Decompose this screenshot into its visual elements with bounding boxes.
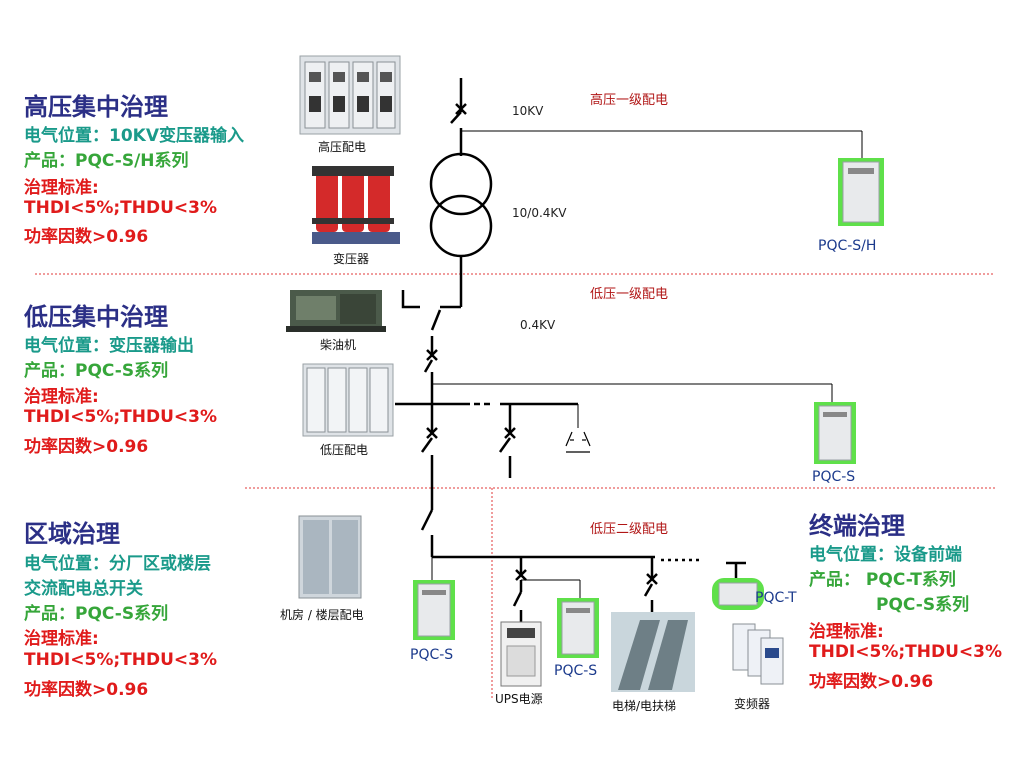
vfd-image bbox=[732, 623, 784, 685]
lv-secondary-label: 低压二级配电 bbox=[590, 522, 669, 537]
hv-section-standard-label: 治理标准: bbox=[24, 178, 99, 198]
hv-feeder bbox=[450, 78, 467, 156]
pqc-t-device-image bbox=[712, 578, 764, 610]
voltage-10kv-label: 10KV bbox=[512, 104, 544, 118]
diesel-feed bbox=[401, 290, 420, 309]
capacitor-bank-symbol bbox=[565, 431, 591, 453]
vfd-label: 变频器 bbox=[734, 697, 771, 711]
pqc-s-terminal-cabinet-image bbox=[557, 598, 599, 658]
zone-section-title: 区域治理 bbox=[24, 520, 120, 548]
hv-primary-label: 高压一级配电 bbox=[590, 93, 669, 108]
pqc-t-label: PQC-T bbox=[755, 590, 797, 606]
hv-section-product: 产品：PQC-S/H系列 bbox=[24, 151, 189, 171]
lv-switchgear-image bbox=[302, 363, 394, 437]
pqc-s-zone-cabinet-image bbox=[413, 580, 455, 640]
pqc-s-zone-label: PQC-S bbox=[410, 647, 454, 663]
terminal-section-title: 终端治理 bbox=[809, 512, 905, 540]
diesel-generator-image bbox=[286, 290, 386, 332]
voltage-04kv-label: 0.4KV bbox=[520, 318, 556, 332]
hv-section-title: 高压集中治理 bbox=[24, 93, 168, 121]
terminal-section-position: 电气位置：设备前端 bbox=[809, 545, 962, 565]
floor-cabinet-image bbox=[298, 515, 362, 599]
lv-branch-switch bbox=[498, 404, 516, 478]
floor-cabinet-label: 机房 / 楼层配电 bbox=[280, 608, 364, 622]
lv-section-title: 低压集中治理 bbox=[24, 303, 168, 331]
terminal-section-standard-label: 治理标准: bbox=[809, 622, 884, 642]
hv-section-thd: THDI<5%;THDU<3% bbox=[24, 198, 218, 218]
terminal-section-product-2: PQC-S系列 bbox=[876, 595, 970, 615]
ups-label: UPS电源 bbox=[495, 692, 543, 706]
pqc-s-terminal-label: PQC-S bbox=[554, 663, 598, 679]
lv-switchgear-label: 低压配电 bbox=[320, 443, 369, 457]
terminal-section-thd: THDI<5%;THDU<3% bbox=[809, 642, 1003, 662]
lv-section-standard-label: 治理标准: bbox=[24, 387, 99, 407]
ups-feeder bbox=[512, 557, 527, 622]
elevator-label: 电梯/电扶梯 bbox=[612, 699, 677, 713]
terminal-section-product: 产品： PQC-T系列 bbox=[809, 570, 956, 590]
lv-main-line bbox=[420, 256, 463, 557]
diesel-label: 柴油机 bbox=[320, 338, 357, 352]
ups-image bbox=[500, 621, 542, 687]
hv-section-position: 电气位置：10KV变压器输入 bbox=[24, 126, 244, 146]
terminal-section-pf: 功率因数>0.96 bbox=[809, 672, 934, 692]
vfd-feeder bbox=[726, 561, 746, 578]
pqc-sh-label: PQC-S/H bbox=[818, 238, 877, 254]
hv-section-pf: 功率因数>0.96 bbox=[24, 227, 149, 247]
zone-section-standard-label: 治理标准: bbox=[24, 629, 99, 649]
lv-primary-label: 低压一级配电 bbox=[590, 287, 669, 302]
hv-switchgear-label: 高压配电 bbox=[318, 140, 367, 154]
lv-section-position: 电气位置：变压器输出 bbox=[24, 336, 194, 356]
voltage-ratio-label: 10/0.4KV bbox=[512, 206, 567, 220]
transformer-symbol bbox=[429, 152, 493, 258]
transformer-image bbox=[312, 166, 400, 244]
zone-section-position: 电气位置：分厂区或楼层 bbox=[24, 554, 211, 574]
elevator-feeder bbox=[643, 557, 658, 612]
zone-section-thd: THDI<5%;THDU<3% bbox=[24, 650, 218, 670]
pqc-s-lv-cabinet-image bbox=[814, 402, 856, 464]
pqc-sh-cabinet-image bbox=[838, 158, 884, 226]
hv-switchgear-image bbox=[299, 55, 401, 135]
zone-section-product: 产品：PQC-S系列 bbox=[24, 604, 169, 624]
pqc-s-lv-label: PQC-S bbox=[812, 469, 856, 485]
lv-section-pf: 功率因数>0.96 bbox=[24, 437, 149, 457]
lv-section-thd: THDI<5%;THDU<3% bbox=[24, 407, 218, 427]
lv-section-product: 产品：PQC-S系列 bbox=[24, 361, 169, 381]
zone-section-position-2: 交流配电总开关 bbox=[24, 579, 143, 599]
transformer-label: 变压器 bbox=[333, 252, 370, 266]
zone-section-pf: 功率因数>0.96 bbox=[24, 680, 149, 700]
escalator-image bbox=[611, 612, 695, 692]
